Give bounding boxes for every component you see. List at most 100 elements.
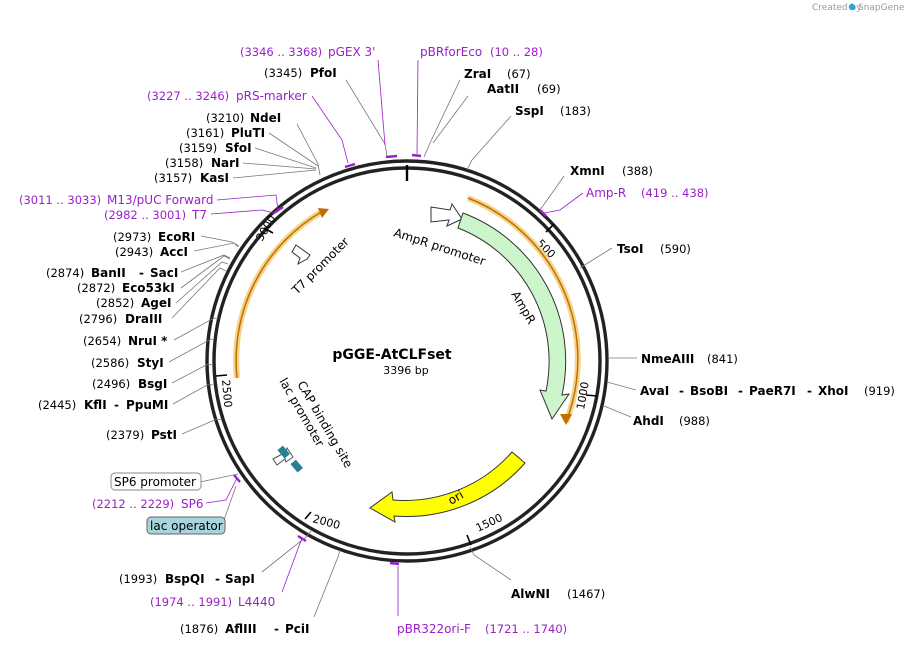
enzyme-pos: (67) <box>507 67 531 81</box>
enzyme-name-separator: - <box>807 384 812 398</box>
t7-promoter-arrow <box>291 244 311 266</box>
enzyme-pos: (183) <box>560 104 591 118</box>
enzyme-name: AflIII <box>225 622 257 636</box>
plasmid-length: 3396 bp <box>383 364 428 377</box>
enzyme-name: BanII <box>91 266 126 280</box>
primer-range: (3346 .. 3368) <box>240 45 322 59</box>
ampr-gene-arrow <box>457 212 571 421</box>
enzyme-name: PpuMI <box>126 398 168 412</box>
enzyme-pos: (988) <box>679 414 710 428</box>
enzyme-name: DraIII <box>125 312 162 326</box>
enzyme-pos: (841) <box>707 352 738 366</box>
enzyme-labels: (3345) PfoI ZraI (67) AatII (69) SspI (1… <box>38 66 895 636</box>
enzyme-name: TsoI <box>617 242 643 256</box>
enzyme-name: AccI <box>160 245 188 259</box>
enzyme-pos: (2943) <box>115 245 153 259</box>
backbone-outer <box>205 159 609 563</box>
primer-name: pRS-marker <box>236 89 307 103</box>
enzyme-pos: (3159) <box>179 141 217 155</box>
enzyme-pos: (2872) <box>77 281 115 295</box>
enzyme-pos: (1876) <box>180 622 218 636</box>
ruler: 500 1000 1500 2000 2500 3000 <box>215 213 598 546</box>
enzyme-name-separator: - <box>679 384 684 398</box>
enzyme-name: ZraI <box>464 67 491 81</box>
primer-range: (10 .. 28) <box>490 45 543 59</box>
enzyme-name: NarI <box>211 156 240 170</box>
primer-name: SP6 <box>181 497 204 511</box>
enzyme-name: SfoI <box>225 141 252 155</box>
primer-name: pGEX 3' <box>328 45 375 59</box>
enzyme-name: PfoI <box>310 66 337 80</box>
primer-name: Amp-R <box>586 186 626 200</box>
primer-name: pBR322ori-F <box>397 622 471 636</box>
enzyme-pos: (2496) <box>92 377 130 391</box>
primer-range: (2982 .. 3001) <box>104 208 186 222</box>
enzyme-name: AhdI <box>633 414 664 428</box>
enzyme-name: AgeI <box>141 296 171 310</box>
lac-operator-label: lac operator <box>150 519 223 533</box>
enzyme-name: PaeR7I <box>749 384 796 398</box>
primer-range: (1721 .. 1740) <box>485 622 567 636</box>
ori-arrow <box>369 451 526 523</box>
enzyme-name: AlwNI <box>511 587 550 601</box>
enzyme-pos: (3345) <box>264 66 302 80</box>
enzyme-name: NdeI <box>250 111 281 125</box>
enzyme-name: SapI <box>225 572 255 586</box>
enzyme-pos: (2445) <box>38 398 76 412</box>
enzyme-name: KasI <box>200 171 229 185</box>
t7-outline-arrow <box>318 208 329 218</box>
primer-name: pBRforEco <box>420 45 482 59</box>
enzyme-name: AatII <box>487 82 519 96</box>
enzyme-pos: (590) <box>660 242 691 256</box>
ori-label: ori <box>446 488 467 508</box>
enzyme-name: Eco53kI <box>122 281 175 295</box>
enzyme-name-separator: - <box>274 622 279 636</box>
lac-operator-tag <box>146 516 226 535</box>
enzyme-pos: (2586) <box>91 356 129 370</box>
ampr-outline-arrow <box>560 414 572 425</box>
ampr-outline <box>467 197 579 423</box>
enzyme-name: PluTI <box>231 126 265 140</box>
enzyme-name: StyI <box>137 356 164 370</box>
leader-lines <box>168 79 637 618</box>
enzyme-name: NmeAIII <box>641 352 694 366</box>
enzyme-name: EcoRI <box>158 230 195 244</box>
enzyme-pos: (3210) <box>206 111 244 125</box>
sp6-promoter-label: SP6 promoter <box>114 475 196 489</box>
primer-name: L4440 <box>238 595 275 609</box>
enzyme-pos: (2654) <box>83 334 121 348</box>
enzyme-pos: (2852) <box>96 296 134 310</box>
enzyme-name: KflI <box>84 398 107 412</box>
primer-range: (3011 .. 3033) <box>19 193 101 207</box>
plasmid-name: pGGE-AtCLFset <box>332 347 451 363</box>
primer-range: (2212 .. 2229) <box>92 497 174 511</box>
ruler-label-2500: 2500 <box>219 379 234 408</box>
primer-range: (3227 .. 3246) <box>147 89 229 103</box>
ruler-label-1000: 1000 <box>574 381 592 411</box>
enzyme-name: NruI * <box>128 334 168 348</box>
enzyme-name: BspQI <box>165 572 205 586</box>
enzyme-name-separator: - <box>139 266 144 280</box>
enzyme-name-separator: - <box>114 398 119 412</box>
enzyme-pos: (2973) <box>113 230 151 244</box>
t7-promoter-label: T7 promoter <box>289 235 352 298</box>
credit-created-by: Created by <box>812 3 862 13</box>
primer-range: (1974 .. 1991) <box>150 595 232 609</box>
primer-name: T7 <box>191 208 207 222</box>
enzyme-name: SacI <box>150 266 178 280</box>
ampr-promoter-arrow <box>430 202 463 227</box>
enzyme-pos: (919) <box>864 384 895 398</box>
t7-outline <box>235 210 324 379</box>
enzyme-name-separator: - <box>215 572 220 586</box>
credit-brand: SnapGene <box>858 3 905 13</box>
enzyme-pos: (1993) <box>119 572 157 586</box>
enzyme-pos: (3161) <box>186 126 224 140</box>
snapgene-logo-icon <box>848 3 856 11</box>
enzyme-pos: (1467) <box>567 587 605 601</box>
enzyme-name: XhoI <box>818 384 849 398</box>
sp6-promoter-box <box>110 472 202 491</box>
enzyme-name: BsoBI <box>690 384 728 398</box>
cap-site-box <box>290 459 303 473</box>
enzyme-name: BsgI <box>138 377 167 391</box>
